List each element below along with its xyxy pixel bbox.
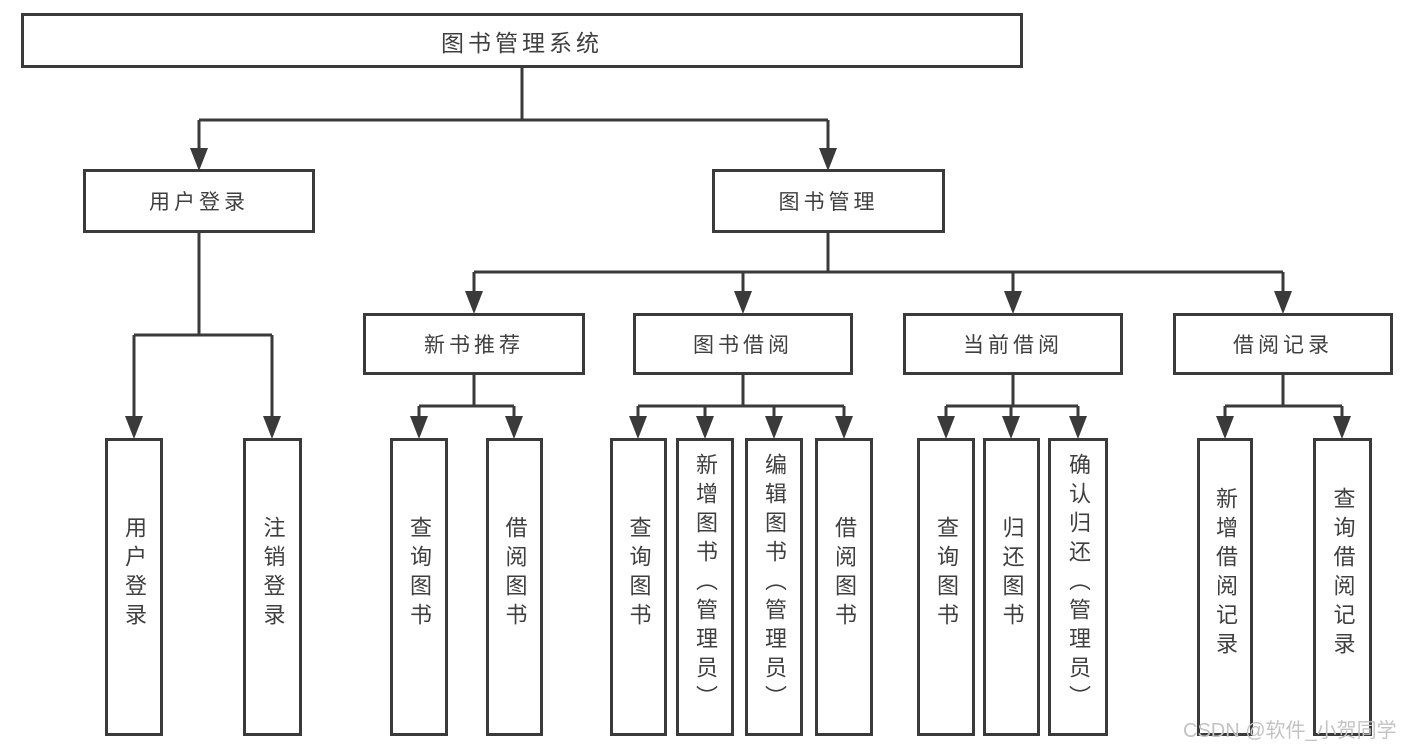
leaf-add-borrow-record-label: 新增借阅记录 [1213, 487, 1238, 661]
node-user-login: 用户登录 [83, 169, 315, 233]
leaf-return-books-label: 归还图书 [999, 516, 1025, 632]
node-new-book-recommend-label: 新书推荐 [424, 334, 524, 357]
leaf-edit-book-admin-label: 编辑图书（管理员） [762, 452, 787, 714]
node-current-borrow-label: 当前借阅 [963, 334, 1063, 357]
leaf-add-book-admin-label: 新增图书（管理员） [693, 452, 718, 714]
leaf-query-books-2: 查询图书 [610, 438, 667, 736]
leaf-add-book-admin: 新增图书（管理员） [676, 438, 734, 736]
arrowheads [125, 148, 1351, 439]
node-borrow-records: 借阅记录 [1173, 313, 1393, 375]
node-current-borrow: 当前借阅 [903, 313, 1123, 375]
node-new-book-recommend: 新书推荐 [363, 313, 585, 375]
leaf-return-books: 归还图书 [983, 438, 1040, 736]
leaf-confirm-return-admin-label: 确认归还（管理员） [1066, 452, 1091, 714]
leaf-query-books-1-label: 查询图书 [407, 516, 432, 632]
leaf-borrow-books-1-label: 借阅图书 [502, 516, 528, 632]
leaf-query-books-1: 查询图书 [390, 438, 448, 736]
leaf-query-books-3-label: 查询图书 [934, 516, 959, 632]
leaf-borrow-books-2: 借阅图书 [815, 438, 873, 736]
node-library-system: 图书管理系统 [21, 13, 1023, 68]
node-book-management: 图书管理 [712, 169, 945, 233]
leaf-query-borrow-record-label: 查询借阅记录 [1330, 487, 1356, 661]
node-book-management-label: 图书管理 [778, 191, 879, 214]
node-book-borrow-label: 图书借阅 [693, 334, 793, 357]
leaf-user-login-label: 用户登录 [122, 516, 147, 632]
leaf-edit-book-admin: 编辑图书（管理员） [745, 438, 803, 736]
leaf-query-books-3: 查询图书 [917, 438, 975, 736]
leaf-logout-label: 注销登录 [260, 516, 286, 632]
leaf-logout: 注销登录 [243, 438, 302, 736]
leaf-confirm-return-admin: 确认归还（管理员） [1048, 438, 1108, 736]
node-book-borrow: 图书借阅 [633, 313, 853, 375]
leaf-add-borrow-record: 新增借阅记录 [1197, 438, 1253, 736]
leaf-query-borrow-record: 查询借阅记录 [1313, 438, 1372, 736]
node-borrow-records-label: 借阅记录 [1233, 334, 1333, 357]
leaf-borrow-books-1: 借阅图书 [486, 438, 543, 736]
node-user-login-label: 用户登录 [149, 191, 249, 214]
leaf-user-login: 用户登录 [105, 438, 163, 736]
watermark: CSDN @软件_小贺同学 [1183, 720, 1397, 742]
leaf-borrow-books-2-label: 借阅图书 [832, 516, 857, 632]
leaf-query-books-2-label: 查询图书 [626, 516, 652, 632]
node-library-system-label: 图书管理系统 [441, 29, 603, 56]
